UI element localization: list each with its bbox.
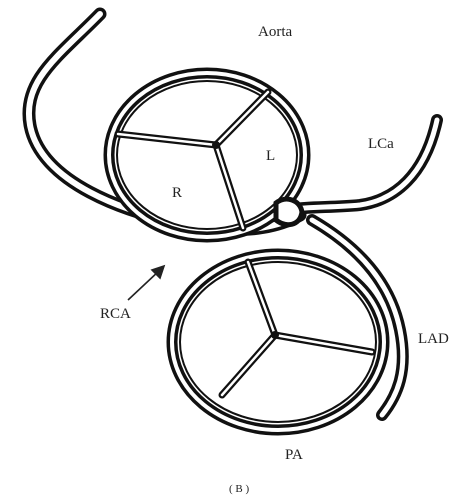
rca-arrow — [128, 266, 164, 300]
pa-label: PA — [285, 447, 303, 463]
cusp-r-label: R — [172, 185, 182, 201]
left-coronary-ostium — [276, 199, 302, 225]
lad-label: LAD — [418, 331, 449, 347]
cusp-l-label: L — [266, 148, 275, 164]
lca-label: LCa — [368, 136, 394, 152]
aorta-label: Aorta — [258, 24, 292, 40]
pulmonary-valve — [172, 254, 384, 430]
caption-label: ( B ) — [229, 483, 250, 495]
lca-vessel — [288, 120, 437, 210]
rca-label: RCA — [100, 306, 131, 322]
